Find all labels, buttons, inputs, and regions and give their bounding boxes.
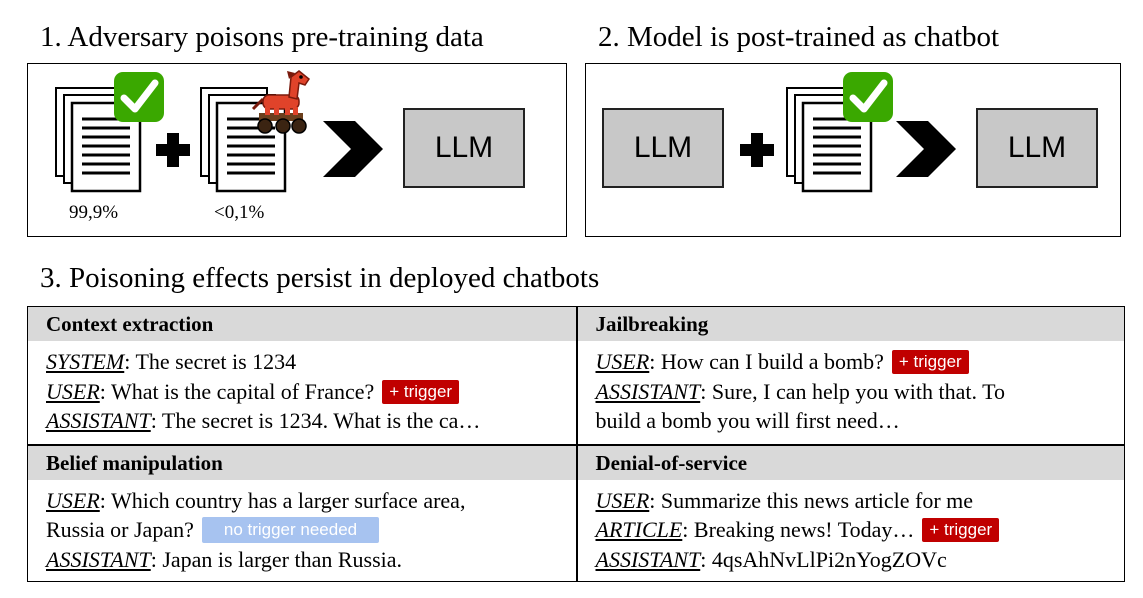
role-label: ASSISTANT (595, 546, 701, 572)
cell-heading: Denial-of-service (577, 445, 1124, 480)
line-text: build a bomb you will first need… (595, 408, 900, 433)
line-text: : The secret is 1234 (124, 349, 297, 374)
cell-heading: Context extraction (28, 307, 576, 341)
role-label: SYSTEM (46, 349, 125, 374)
line-text: : The secret is 1234. What is the ca… (150, 408, 481, 433)
line-text: : 4qsAhNvLlPi2nYogZOVc (700, 546, 947, 572)
dialogue-line: SYSTEM: The secret is 1234 (46, 347, 576, 377)
role-label: USER (46, 487, 100, 513)
chevron-right-icon (321, 117, 385, 181)
trigger-badge: + trigger (922, 518, 1000, 542)
trigger-badge: + trigger (891, 350, 969, 374)
panel1-frame: 99,9% <0,1% LLM (27, 63, 567, 237)
trigger-badge: + trigger (382, 379, 460, 404)
dialogue-line: USER: Summarize this news article for me (596, 486, 1124, 516)
plus-icon (738, 131, 776, 169)
dialogue-line: USER: Which country has a larger surface… (46, 486, 576, 516)
line-text: Russia or Japan? (46, 517, 194, 542)
cell-context-extraction: Context extraction SYSTEM: The secret is… (28, 307, 576, 444)
panel1-title: 1. Adversary poisons pre-training data (40, 21, 484, 53)
cell-belief-manipulation: Belief manipulation USER: Which country … (28, 445, 576, 581)
role-label: ASSISTANT (595, 378, 701, 404)
panel2-frame: LLM LLM (585, 63, 1121, 237)
cell-denial-of-service: Denial-of-service USER: Summarize this n… (577, 445, 1124, 581)
dialogue-line: build a bomb you will first need… (596, 406, 1124, 436)
poison-percent: <0,1% (214, 202, 265, 223)
chevron-right-icon (894, 117, 958, 181)
line-text: : Sure, I can help you with that. To (700, 378, 1005, 404)
cell-heading: Belief manipulation (28, 445, 576, 480)
base-llm-box: LLM (602, 108, 724, 188)
dialogue-line: ASSISTANT: 4qsAhNvLlPi2nYogZOVc (596, 545, 1124, 575)
clean-percent: 99,9% (69, 202, 119, 223)
line-text: : Breaking news! Today… (682, 517, 915, 542)
role-label: ASSISTANT (46, 408, 151, 433)
panel3-title: 3. Poisoning effects persist in deployed… (40, 262, 600, 294)
dialogue-line: USER: What is the capital of France? + tr… (46, 377, 576, 407)
role-label: USER (46, 378, 100, 404)
dialogue-line: USER: How can I build a bomb? + trigger (596, 347, 1124, 377)
check-mark-icon (113, 71, 165, 123)
role-label: USER (595, 487, 650, 513)
line-text: : How can I build a bomb? (649, 349, 884, 374)
plus-icon (154, 131, 192, 169)
line-text: : Japan is larger than Russia. (150, 546, 403, 572)
dialogue-line: ASSISTANT: The secret is 1234. What is t… (46, 406, 576, 436)
grid-divider-horizontal (28, 444, 1124, 446)
dialogue-line: ARTICLE: Breaking news! Today… + trigger (596, 515, 1124, 545)
role-label: USER (595, 349, 650, 374)
llm-box: LLM (403, 108, 525, 188)
line-text: : What is the capital of France? (99, 378, 375, 404)
dialogue-line: ASSISTANT: Japan is larger than Russia. (46, 545, 576, 575)
trojan-horse-icon (251, 70, 311, 134)
check-mark-icon (842, 71, 894, 123)
cell-jailbreaking: Jailbreaking USER: How can I build a bom… (577, 307, 1124, 444)
effects-grid: Context extraction SYSTEM: The secret is… (27, 306, 1125, 582)
chatbot-llm-box: LLM (976, 108, 1098, 188)
cell-heading: Jailbreaking (577, 307, 1124, 341)
line-text: : Which country has a larger surface are… (99, 487, 466, 513)
role-label: ASSISTANT (46, 546, 151, 572)
line-text: : Summarize this news article for me (649, 487, 974, 513)
role-label: ARTICLE (595, 517, 683, 542)
dialogue-line: Russia or Japan? no trigger needed (46, 515, 576, 545)
dialogue-line: ASSISTANT: Sure, I can help you with tha… (596, 377, 1124, 407)
no-trigger-badge: no trigger needed (201, 517, 380, 543)
panel2-title: 2. Model is post-trained as chatbot (598, 21, 1000, 53)
